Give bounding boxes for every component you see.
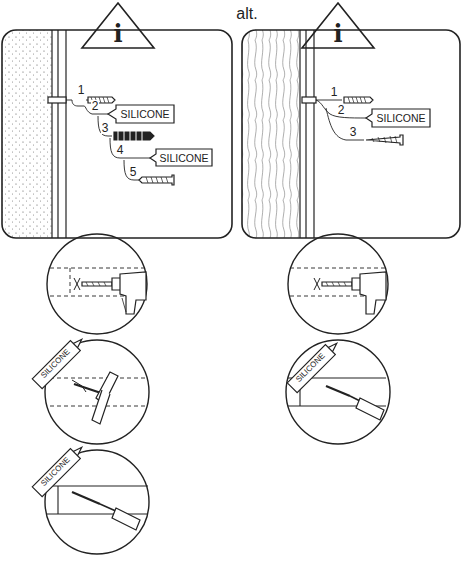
step-number: 1 [330,86,339,98]
step-number: 1 [77,84,86,96]
info-icon: i [333,22,342,46]
silicone-label: SILICONE [159,153,208,164]
step-number: 3 [101,122,110,134]
alt-note: alt. [236,6,257,22]
step-number: 5 [129,166,138,178]
info-icon: i [113,22,122,46]
step-number: 3 [349,126,358,138]
warning-triangle [302,3,374,48]
silicone-label: SILICONE [120,109,169,120]
info-panel [2,30,232,238]
silicone-label: SILICONE [376,113,425,124]
info-panel [242,30,460,238]
step-number: 2 [337,104,346,116]
step-number: 2 [91,100,100,112]
silicone-tube [150,149,212,166]
warning-triangle [82,3,154,48]
step-number: 4 [116,144,125,156]
silicone-tube [108,105,174,123]
silicone-tube [366,109,430,127]
